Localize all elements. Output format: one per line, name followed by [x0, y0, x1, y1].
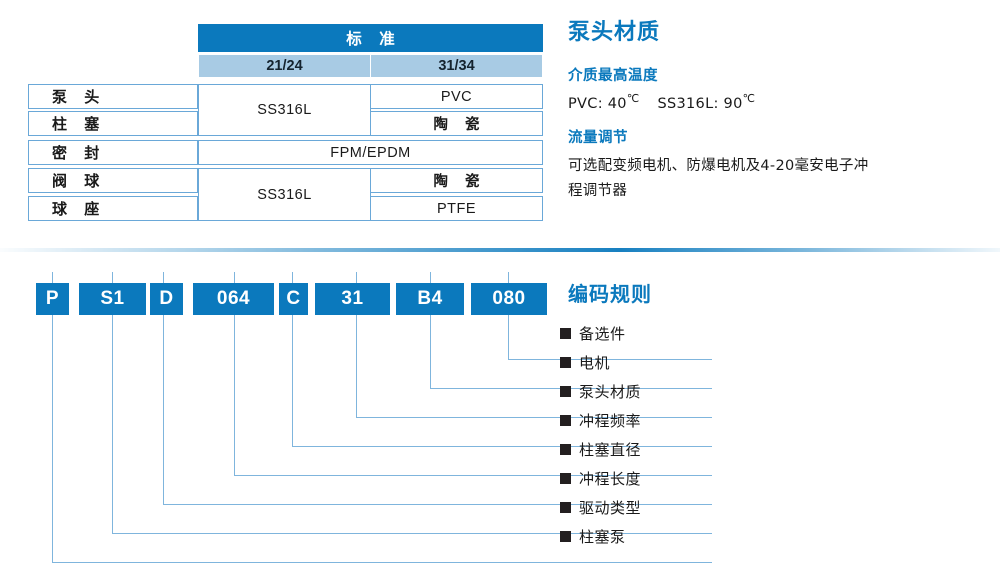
tick-top-0 [52, 272, 53, 284]
leader-v-c [292, 315, 293, 446]
bullet-square-icon [560, 530, 571, 542]
legend-label: 柱塞直径 [579, 440, 642, 459]
cell-fpm-epdm: FPM/EPDM [198, 140, 543, 165]
leader-v-p [52, 315, 53, 562]
table-subheader-21-24: 21/24 [198, 54, 371, 78]
legend-label: 泵头材质 [579, 382, 642, 401]
bullet-square-icon [560, 385, 571, 397]
legend-label: 驱动类型 [579, 498, 642, 517]
cell-pvc: PVC [370, 84, 543, 109]
row-label-pump-head: 泵 头 [28, 84, 198, 109]
code-box-080: 080 [471, 283, 547, 315]
specification-table: 标 准 21/24 31/34 泵 头 柱 塞 密 封 阀 球 球 座 SS31… [0, 0, 548, 232]
legend-rule-6 [560, 533, 712, 534]
section-divider [0, 248, 1000, 252]
legend-label: 冲程长度 [579, 469, 642, 488]
leader-h-064 [234, 475, 712, 476]
flow-regulation-line-1: 可选配变频电机、防爆电机及4-20毫安电子冲 [568, 158, 869, 174]
legend-item-plunger-pump: 柱塞泵 [560, 523, 626, 549]
cell-ptfe: PTFE [370, 196, 543, 221]
cell-ceramic-valve-ball: 陶 瓷 [370, 168, 543, 193]
leader-v-d [163, 315, 164, 504]
coding-rule-section: P S1 D 064 C 31 B4 080 编码规则 备选件 电机 泵头材质 [0, 264, 1000, 563]
flow-regulation-line-2: 程调节器 [568, 183, 628, 199]
bullet-square-icon [560, 327, 571, 339]
tick-top-7 [508, 272, 509, 284]
code-box-s1: S1 [79, 283, 146, 315]
legend-item-options: 备选件 [560, 320, 626, 346]
bullet-square-icon [560, 472, 571, 484]
tick-top-6 [430, 272, 431, 284]
leader-v-064 [234, 315, 235, 475]
row-label-valve-ball: 阀 球 [28, 168, 198, 193]
legend-rule-2 [560, 417, 712, 418]
table-header-standard: 标 准 [198, 24, 543, 52]
legend-item-drive-type: 驱动类型 [560, 494, 641, 520]
code-box-p: P [36, 283, 69, 315]
legend-item-motor: 电机 [560, 349, 610, 375]
table-subheader-31-34: 31/34 [370, 54, 543, 78]
legend-label: 柱塞泵 [579, 527, 626, 546]
legend-item-stroke-frequency: 冲程频率 [560, 407, 641, 433]
legend-label: 冲程频率 [579, 411, 642, 430]
bullet-square-icon [560, 443, 571, 455]
heading-max-temperature: 介质最高温度 [568, 68, 658, 84]
leader-v-080 [508, 315, 509, 359]
legend-rule-0 [560, 359, 712, 360]
legend-rule-4 [560, 475, 712, 476]
legend-rule-5 [560, 504, 712, 505]
tick-top-5 [356, 272, 357, 284]
tick-top-1 [112, 272, 113, 284]
leader-h-31 [356, 417, 712, 418]
leader-v-31 [356, 315, 357, 417]
legend-item-plunger-diameter: 柱塞直径 [560, 436, 641, 462]
code-box-31: 31 [315, 283, 390, 315]
code-box-d: D [150, 283, 183, 315]
bullet-square-icon [560, 356, 571, 368]
cell-ss316l-upper: SS316L [198, 84, 371, 136]
panel-title: 泵头材质 [568, 20, 661, 45]
bullet-square-icon [560, 414, 571, 426]
leader-v-s1 [112, 315, 113, 533]
leader-h-d [163, 504, 712, 505]
legend-rule-3 [560, 446, 712, 447]
cell-ss316l-lower: SS316L [198, 168, 371, 221]
row-label-ball-seat: 球 座 [28, 196, 198, 221]
tick-top-4 [292, 272, 293, 284]
heading-flow-regulation: 流量调节 [568, 130, 628, 146]
temperature-ss316l-value: SS316L: 90 [657, 96, 743, 112]
code-box-c: C [279, 283, 308, 315]
legend-label: 电机 [579, 353, 611, 372]
legend-item-pump-head-material: 泵头材质 [560, 378, 641, 404]
degree-icon-ss316l: ℃ [742, 92, 756, 105]
code-box-b4: B4 [396, 283, 464, 315]
legend-label: 备选件 [579, 324, 626, 343]
leader-v-b4 [430, 315, 431, 388]
tick-top-3 [234, 272, 235, 284]
code-box-064: 064 [193, 283, 274, 315]
degree-icon-pvc: ℃ [626, 92, 640, 105]
bullet-square-icon [560, 501, 571, 513]
legend-rule-1 [560, 388, 712, 389]
leader-h-c [292, 446, 712, 447]
leader-h-s1 [112, 533, 712, 534]
row-label-plunger: 柱 塞 [28, 111, 198, 136]
tick-top-2 [163, 272, 164, 284]
temperature-pvc-value: PVC: 40 [568, 96, 627, 112]
row-label-seal: 密 封 [28, 140, 198, 165]
cell-ceramic-plunger: 陶 瓷 [370, 111, 543, 136]
legend-item-stroke-length: 冲程长度 [560, 465, 641, 491]
coding-rule-title: 编码规则 [568, 282, 652, 306]
